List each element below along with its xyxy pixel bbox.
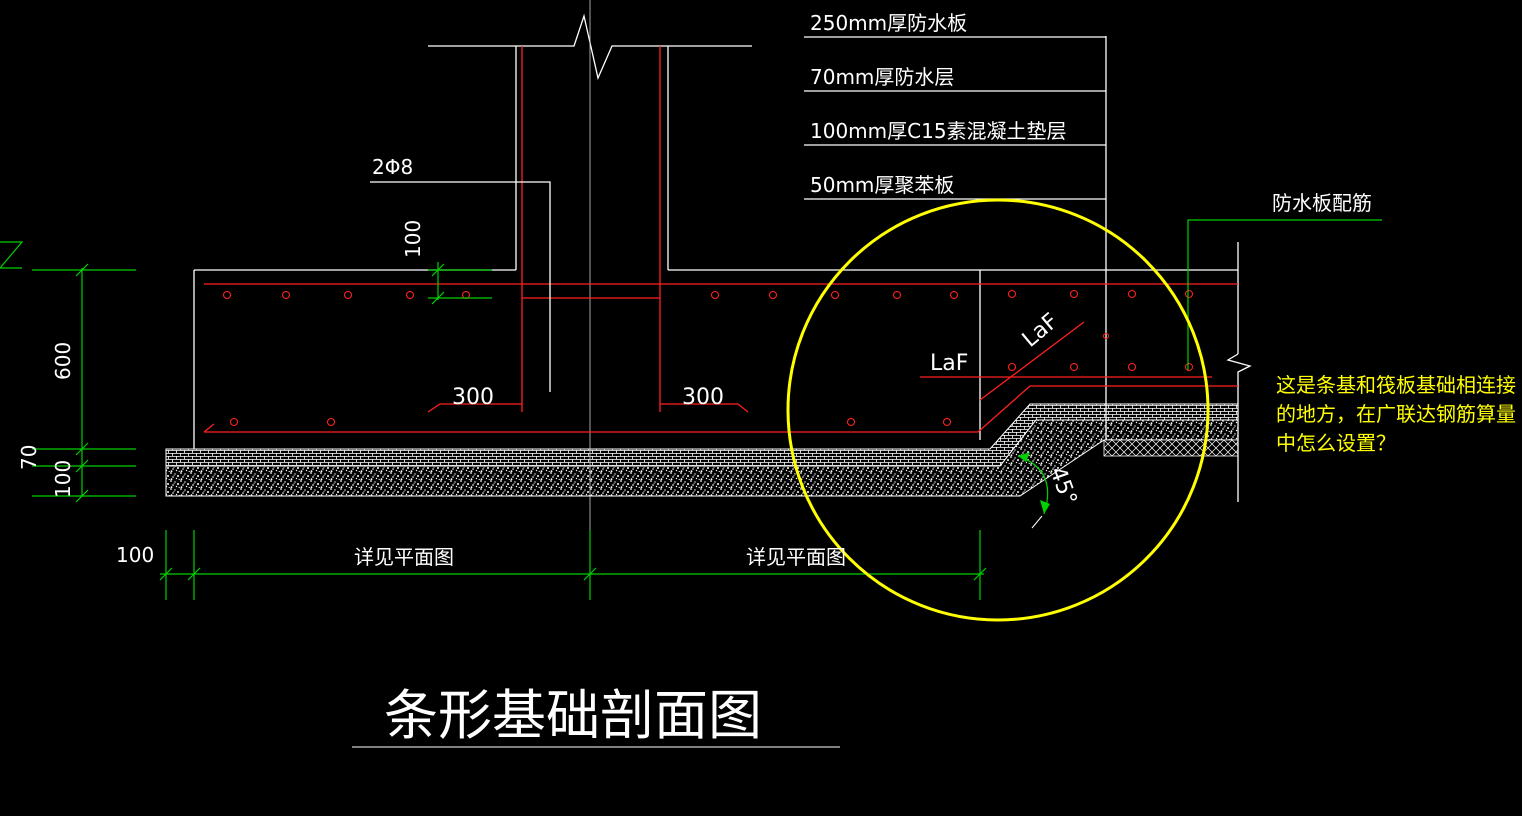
rebar-dots <box>222 289 1194 427</box>
layer-label-3: 100mm厚C15素混凝土垫层 <box>810 119 1067 143</box>
rebar-top-label: 2Φ8 <box>372 155 413 179</box>
angle-label: 45° <box>1044 464 1081 509</box>
offset-left-label: 300 <box>452 385 494 410</box>
see-plan-right: 详见平面图 <box>746 545 846 569</box>
laf-horizontal-label: LaF <box>930 351 968 376</box>
layer-label-2: 70mm厚防水层 <box>810 65 954 89</box>
layer-leaders <box>370 36 1106 392</box>
wall-outline <box>428 0 752 600</box>
slab-rebar-label: 防水板配筋 <box>1272 191 1372 215</box>
footing-outline <box>193 36 1252 502</box>
waterproof-layer <box>1103 439 1239 457</box>
question-annotation: 这是条基和筏板基础相连接的地方，在广联达钢筋算量中怎么设置？ <box>1276 373 1516 455</box>
dim-100-top: 100 <box>401 220 425 258</box>
offset-right-label: 300 <box>682 385 724 410</box>
rebar-lines <box>203 46 1238 433</box>
dim-100-bottom: 100 <box>51 460 75 498</box>
drawing-title: 条形基础剖面图 <box>384 684 762 747</box>
highlight-circle <box>786 198 1210 622</box>
layer-label-1: 250mm厚防水板 <box>810 11 967 35</box>
laf-diagonal-label: LaF <box>1018 309 1063 353</box>
dim-600: 600 <box>51 342 75 380</box>
dim-70: 70 <box>17 445 41 470</box>
dim-100-left: 100 <box>116 543 154 567</box>
layer-label-4: 50mm厚聚苯板 <box>810 173 954 197</box>
dimension-lines <box>0 219 1382 748</box>
see-plan-left: 详见平面图 <box>354 545 454 569</box>
